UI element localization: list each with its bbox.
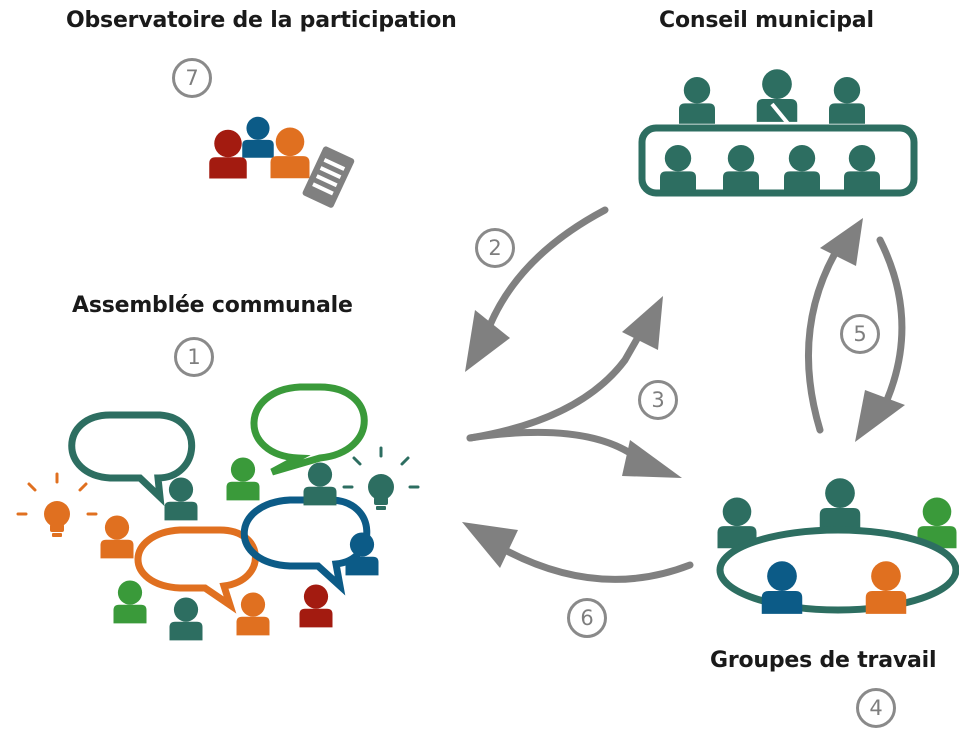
speech-bubble-blue [240,496,371,596]
arrow-3-upper-head-icon [622,296,663,350]
speech-bubble-teal [68,411,196,507]
speech-bubble-orange [134,526,259,614]
arrow-6-shaft [501,546,694,583]
lightbulb-teal-icon [342,446,420,510]
working-groups-title: Groupes de travail [710,648,937,673]
working-groups-icon [716,478,959,614]
step-number-7: 7 [172,58,212,98]
step-number-4: 4 [856,688,896,728]
arrow-5-up-head-icon [820,218,863,266]
step-number-6: 6 [567,598,607,638]
step-number-5: 5 [840,314,880,354]
arrow-5-down-head-icon [855,390,905,442]
step-number-1: 1 [174,337,214,377]
arrowheads [462,218,905,568]
council-icon [638,69,918,197]
observatory-icon [209,116,355,208]
arrow-6-head-icon [462,522,518,568]
arrow-5-up-shaft [805,244,842,434]
assembly-title: Assemblée communale [72,293,353,318]
observatory-title: Observatoire de la participation [66,8,457,33]
arrow-3-lower-shaft [466,428,644,464]
arrow-3-lower-head-icon [622,440,682,478]
lightbulb-orange-icon [16,472,98,537]
step-number-3: 3 [638,380,678,420]
arrows [466,206,906,583]
step-number-2: 2 [475,228,515,268]
arrow-2-shaft [486,206,609,329]
speech-bubble-green [250,383,368,476]
clipboard-icon [302,146,355,208]
arrow-2-head-icon [465,310,510,372]
arrow-5-down-shaft [876,236,906,404]
council-title: Conseil municipal [659,8,874,33]
assembly-icon [16,383,420,641]
